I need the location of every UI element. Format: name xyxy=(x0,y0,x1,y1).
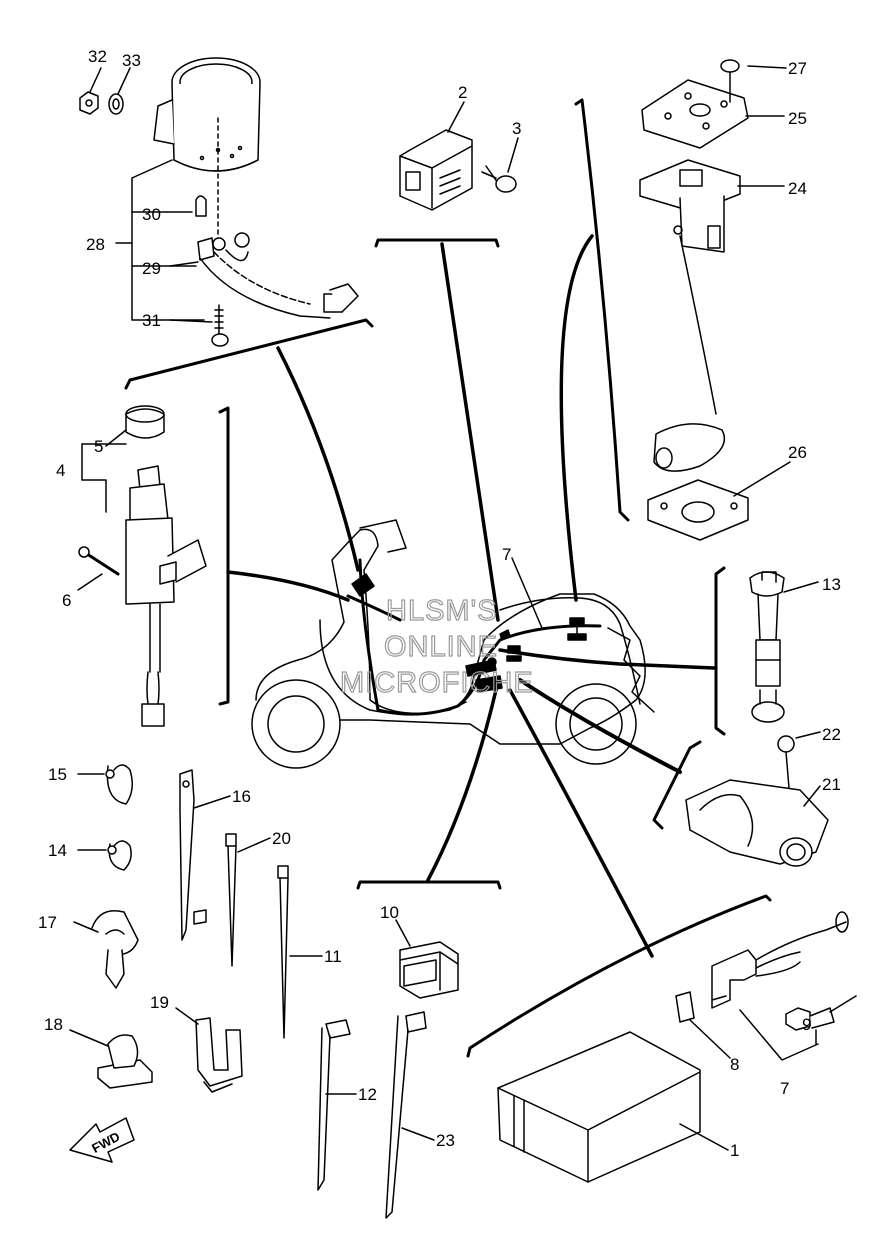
callout-31: 31 xyxy=(142,311,161,330)
harness-connectors xyxy=(351,573,587,693)
callout-29: 29 xyxy=(142,259,161,278)
callout-32: 32 xyxy=(88,47,107,66)
clamp-part-19 xyxy=(175,1007,243,1093)
callout-25: 25 xyxy=(788,109,807,128)
callout-33: 33 xyxy=(122,51,141,70)
callout-6: 6 xyxy=(62,591,71,610)
speedometer-assembly xyxy=(79,57,359,347)
watermark-line-1: HLSM'S xyxy=(386,595,497,627)
harness-part-7 xyxy=(675,911,857,1061)
watermark: HLSM'S ONLINE MICROFICHE xyxy=(339,594,534,699)
callout-3: 3 xyxy=(512,119,521,138)
callout-numbers: 32 33 30 28 29 31 2 3 27 25 24 26 5 4 6 … xyxy=(38,47,841,1160)
callout-13: 13 xyxy=(822,575,841,594)
clamp-part-17 xyxy=(73,910,139,989)
callout-4: 4 xyxy=(56,461,65,480)
clip-part-14 xyxy=(77,840,132,871)
band-part-20 xyxy=(225,833,271,967)
watermark-line-3: MICROFICHE xyxy=(340,667,534,699)
callout-10: 10 xyxy=(380,903,399,922)
horn-part-21 xyxy=(685,731,829,867)
callout-21: 21 xyxy=(822,775,841,794)
callout-7-lower: 7 xyxy=(780,1079,789,1098)
band-part-23 xyxy=(385,1011,435,1219)
switch-part-13 xyxy=(749,571,819,723)
callout-27: 27 xyxy=(788,59,807,78)
callout-28: 28 xyxy=(86,235,105,254)
fuel-sender-assembly xyxy=(639,59,791,541)
callout-14: 14 xyxy=(48,841,67,860)
callout-7-upper: 7 xyxy=(502,545,511,564)
callout-2: 2 xyxy=(458,83,467,102)
callout-1: 1 xyxy=(730,1141,739,1160)
callout-15: 15 xyxy=(48,765,67,784)
ecu-part-1 xyxy=(497,1031,729,1183)
band-part-11 xyxy=(277,865,323,1039)
callout-11: 11 xyxy=(324,947,342,966)
clip-part-15 xyxy=(77,764,133,805)
callout-8: 8 xyxy=(730,1055,739,1074)
callout-30: 30 xyxy=(142,205,161,224)
callout-18: 18 xyxy=(44,1015,63,1034)
clamp-part-18 xyxy=(69,1029,153,1089)
main-switch-assembly xyxy=(77,405,207,727)
callout-5: 5 xyxy=(94,437,103,456)
callout-19: 19 xyxy=(150,993,169,1012)
callout-26: 26 xyxy=(788,443,807,462)
callout-12: 12 xyxy=(358,1085,377,1104)
callout-24: 24 xyxy=(788,179,807,198)
band-part-12 xyxy=(317,1019,357,1191)
forward-arrow-icon xyxy=(69,1117,135,1163)
callout-20: 20 xyxy=(272,829,291,848)
callout-16: 16 xyxy=(232,787,251,806)
relay-part-10 xyxy=(395,919,459,999)
stay-part-16 xyxy=(179,769,231,941)
relay-part-2 xyxy=(399,101,519,211)
callout-17: 17 xyxy=(38,913,57,932)
callout-22: 22 xyxy=(822,725,841,744)
callout-9: 9 xyxy=(802,1015,811,1034)
callout-23: 23 xyxy=(436,1131,455,1150)
watermark-line-2: ONLINE xyxy=(384,631,498,663)
